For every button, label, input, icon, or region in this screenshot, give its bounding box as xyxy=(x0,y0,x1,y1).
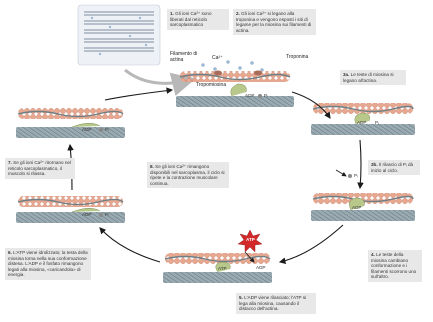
tag-pi-3b: Pᵢ xyxy=(354,173,358,178)
label-tropomyosin: Tropomiosina xyxy=(196,82,227,88)
cycle-arrows xyxy=(67,87,364,264)
tag-atp-bound: ATP xyxy=(218,266,227,271)
label-calcium: Ca²⁺ xyxy=(212,55,223,61)
filament-panel-5 xyxy=(163,253,272,283)
top-filament-panel xyxy=(176,70,294,107)
atp-star-icon xyxy=(237,229,263,253)
caption-step-5: 5. L'ADP viene rilasciato; l'ATP si lega… xyxy=(236,293,316,314)
release-arrow xyxy=(124,68,196,97)
label-troponin: Troponina xyxy=(286,54,309,60)
caption-step-3b: 3b. Il rilascio di Pᵢ dà inizio al ciclo… xyxy=(368,160,420,176)
tag-pi-7: Pᵢ xyxy=(105,127,109,132)
calcium-ions xyxy=(201,60,264,72)
filament-panel-3b xyxy=(311,193,415,221)
caption-step-1: 1. Gli ioni Ca²⁺ sono liberati dal retic… xyxy=(167,9,229,30)
filament-panel-3a xyxy=(311,103,415,135)
label-actin-filament: Filamento di actina xyxy=(170,51,198,63)
filament-panel-6 xyxy=(16,196,125,223)
tag-atp: ATP xyxy=(246,237,255,242)
tag-adp-3b: ADP xyxy=(352,205,362,210)
filament-panel-7 xyxy=(16,108,125,138)
tag-adp-3a: ADP xyxy=(357,120,367,125)
tag-adp-6: ADP xyxy=(82,212,92,217)
tag-adp-top: ADP xyxy=(245,93,255,98)
adp-release-arrow xyxy=(244,251,255,263)
caption-step-4: 4. Le teste della miosina cambiano confo… xyxy=(368,250,422,282)
tag-adp-7: ADP xyxy=(82,127,92,132)
caption-step-6: 6. L'ATP viene idrolizzato; la testa del… xyxy=(5,248,91,280)
caption-step-8: 8. Se gli ioni Ca²⁺ rimangono disponibil… xyxy=(147,162,229,189)
tag-pi-3a: Pᵢ xyxy=(375,120,379,125)
caption-step-3a: 3a. Le teste di miosina si legano all'ac… xyxy=(340,70,406,86)
tag-adp-5: ADP xyxy=(256,265,266,270)
sarcoplasmic-reticulum xyxy=(77,4,161,66)
pi-release-arrow xyxy=(335,169,347,177)
caption-step-7: 7. Se gli ioni Ca²⁺ ritornano nel retico… xyxy=(5,158,75,179)
tag-pi-top: Pᵢ xyxy=(264,93,268,98)
tag-pi-6: Pᵢ xyxy=(105,212,109,217)
phosphate-icons xyxy=(99,94,352,217)
caption-step-2: 2. Gli ioni Ca²⁺ si legano alla troponin… xyxy=(233,9,316,36)
